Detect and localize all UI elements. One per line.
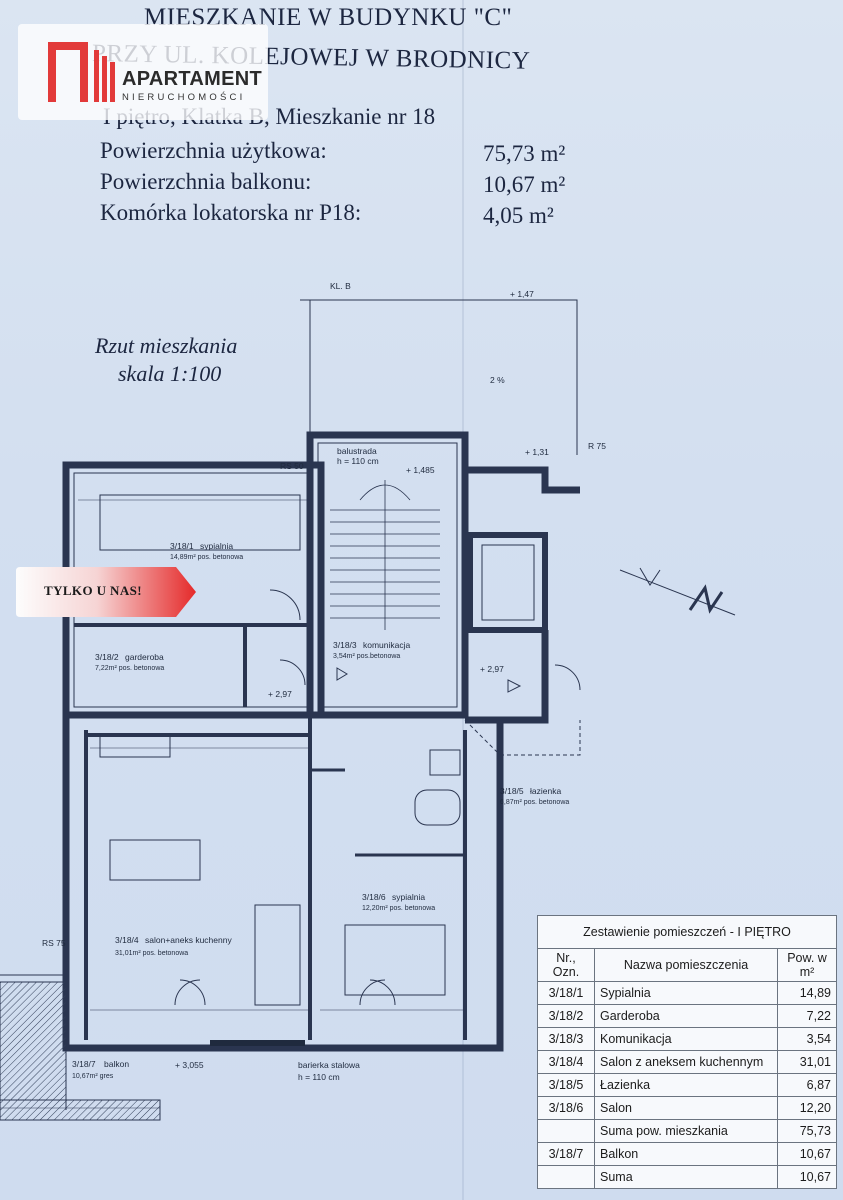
room-3-area: 3,54m² pos.betonowa [333, 653, 400, 660]
room-5-code: 3/18/5 [500, 786, 524, 796]
room-1-name: sypialnia [200, 541, 233, 551]
level-3055: + 3,055 [175, 1060, 204, 1070]
agency-logo: APARTAMENT NIERUCHOMOŚCI [18, 24, 268, 120]
room-3-name: komunikacja [363, 640, 411, 650]
row-nr: 3/18/3 [537, 1027, 595, 1051]
storage-area-value: 4,05 m² [483, 203, 554, 228]
row-name: Sypialnia [594, 981, 778, 1005]
row-area: 3,54 [777, 1027, 837, 1051]
room-5-name: łazienka [530, 786, 561, 796]
row-nr: 3/18/6 [537, 1096, 595, 1120]
col-name-header: Nazwa pomieszczenia [594, 948, 778, 982]
col-area-header: Pow. w m² [777, 948, 837, 982]
balcony-area-value: 10,67 m² [483, 172, 566, 197]
room-6-name: sypialnia [392, 892, 425, 902]
row-nr [537, 1119, 595, 1143]
room-4-area: 31,01m² pos. betonowa [115, 950, 188, 957]
storage-area-label: Komórka lokatorska nr P18: [100, 200, 362, 225]
logo-sub-text: NIERUCHOMOŚCI [122, 92, 246, 103]
row-area: 7,22 [777, 1004, 837, 1028]
room-4-name: salon+aneks kuchenny [145, 935, 232, 945]
logo-mark-icon [48, 42, 115, 102]
room-4-code: 3/18/4 [115, 935, 139, 945]
usable-area-label: Powierzchnia użytkowa: [100, 138, 327, 163]
rooms-table: Zestawienie pomieszczeń - I PIĘTRO Nr., … [537, 915, 837, 1189]
room-6-code: 3/18/6 [362, 892, 386, 902]
room-2-code: 3/18/2 [95, 652, 119, 662]
plan-caption: Rzut mieszkania [95, 333, 238, 358]
room-1-area: 14,89m² pos. betonowa [170, 554, 243, 561]
staircase-label: KL. B [330, 281, 351, 291]
row-area: 31,01 [777, 1050, 837, 1074]
row-nr: 3/18/4 [537, 1050, 595, 1074]
row-name: Salon z aneksem kuchennym [594, 1050, 778, 1074]
room-7-code: 3/18/7 [72, 1059, 96, 1069]
promo-badge: TYLKO U NAS! [16, 567, 196, 617]
level-297-right: + 2,97 [480, 664, 504, 674]
row-area: 6,87 [777, 1073, 837, 1097]
row-name: Łazienka [594, 1073, 778, 1097]
level-1485: + 1,485 [406, 465, 435, 475]
row-nr: 3/18/7 [537, 1142, 595, 1166]
balustrade-height: h = 110 cm [337, 456, 379, 466]
row-area: 10,67 [777, 1142, 837, 1166]
room-2-name: garderoba [125, 652, 164, 662]
rs50-label: RS 50 [280, 461, 304, 471]
row-area: 14,89 [777, 981, 837, 1005]
rs75-label: RS 75 [42, 938, 66, 948]
row-area: 10,67 [777, 1165, 837, 1189]
room-3-code: 3/18/3 [333, 640, 357, 650]
row-nr: 3/18/2 [537, 1004, 595, 1028]
plan-scale: skala 1:100 [118, 361, 222, 386]
row-nr: 3/18/5 [537, 1073, 595, 1097]
row-area: 12,20 [777, 1096, 837, 1120]
row-name: Komunikacja [594, 1027, 778, 1051]
room-7-area: 10,67m² gres [72, 1073, 114, 1080]
room-7-name: balkon [104, 1059, 129, 1069]
row-name: Suma pow. mieszkania [594, 1119, 778, 1143]
col-nr-header: Nr., Ozn. [537, 948, 595, 982]
level-147: + 1,47 [510, 289, 534, 299]
row-area: 75,73 [777, 1119, 837, 1143]
room-6-area: 12,20m² pos. betonowa [362, 905, 435, 912]
row-nr [537, 1165, 595, 1189]
room-1-code: 3/18/1 [170, 541, 194, 551]
r75-label: R 75 [588, 441, 606, 451]
row-name: Balkon [594, 1142, 778, 1166]
level-131: + 1,31 [525, 447, 549, 457]
row-name: Suma [594, 1165, 778, 1189]
row-nr: 3/18/1 [537, 981, 595, 1005]
rooms-table-title: Zestawienie pomieszczeń - I PIĘTRO [537, 915, 837, 949]
balustrade-label: balustrada [337, 446, 377, 456]
room-2-area: 7,22m² pos. betonowa [95, 665, 164, 672]
room-5-area: 6,87m² pos. betonowa [500, 799, 569, 806]
usable-area-value: 75,73 m² [483, 141, 566, 166]
balcony-area-label: Powierzchnia balkonu: [100, 169, 312, 194]
barrier-label: barierka stalowa [298, 1060, 360, 1070]
level-297: + 2,97 [268, 689, 292, 699]
row-name: Salon [594, 1096, 778, 1120]
promo-text: TYLKO U NAS! [44, 583, 142, 598]
slope-label: 2 % [490, 375, 505, 385]
row-name: Garderoba [594, 1004, 778, 1028]
floor-plan: KL. B balustrada h = 110 cm + 1,485 + 1,… [0, 281, 736, 1121]
barrier-height: h = 110 cm [298, 1072, 340, 1082]
logo-brand-text: APARTAMENT [122, 68, 263, 90]
